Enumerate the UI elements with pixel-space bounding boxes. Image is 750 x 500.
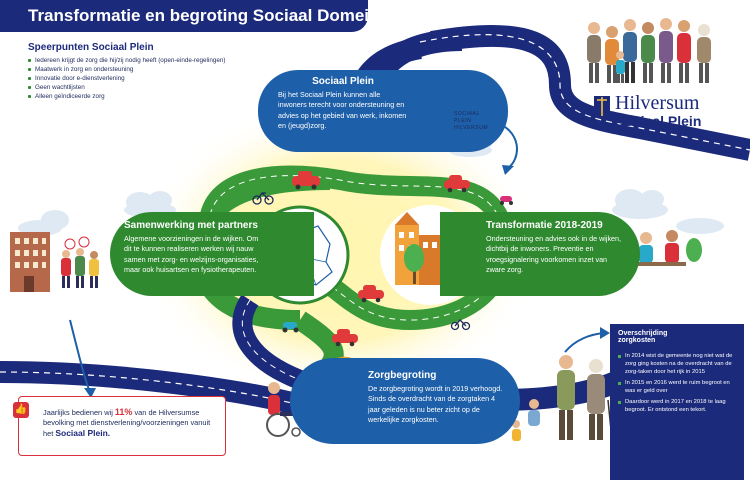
desk-sign: SOCIAAL PLEIN HILVERSUM (454, 111, 488, 132)
overschrijding-title-line: zorgkosten (618, 337, 656, 344)
overschrijding-title: Overschrijding zorgkosten (618, 330, 736, 344)
callout-percentage: 11% (114, 407, 133, 417)
samenwerking-card: Samenwerking met partners Algemene voorz… (110, 212, 314, 296)
list-item: Daardoor werd in 2017 en 2018 te laag be… (618, 398, 736, 414)
desk-people-icon (634, 230, 702, 266)
elderly-couple-icon (512, 355, 613, 441)
overschrijding-panel: Overschrijding zorgkosten In 2014 wist d… (610, 324, 744, 480)
callout-text: van de Hilversumse bevolking met dienstv… (43, 408, 211, 438)
apartment-building (10, 232, 50, 292)
sign-line: SOCIAAL (454, 111, 480, 117)
logo-shield-icon (594, 96, 610, 117)
speerpunten-title: Speerpunten Sociaal Plein (28, 42, 154, 53)
family-group-icon (587, 18, 711, 83)
overschrijding-title-line: Overschrijding (618, 330, 668, 337)
sign-line: HILVERSUM (454, 125, 489, 131)
list-item: Alleen geïndiceerde zorg (28, 92, 225, 101)
logo-hilversum: Hilversum (615, 92, 700, 114)
zorgbegroting-title: Zorgbegroting (368, 370, 437, 381)
page-title: Transformatie en begroting Sociaal Domei… (28, 6, 380, 25)
thumbs-up-icon: 👍 (13, 402, 29, 418)
list-item: Iedereen krijgt de zorg die hij/zij nodi… (28, 56, 225, 65)
statistic-callout: Jaarlijks bedienen wij 11% van de Hilver… (18, 396, 226, 456)
callout-brand: Sociaal Plein. (55, 428, 111, 438)
samenwerking-title: Samenwerking met partners (124, 220, 258, 231)
list-item: In 2015 en 2016 werd te ruim begroot en … (618, 379, 736, 395)
list-item: Innovatie door e-dienstverlening (28, 74, 225, 83)
people-group-left (61, 236, 99, 288)
transformatie-text: Ondersteuning en advies ook in de wijken… (486, 234, 622, 275)
transformatie-title: Transformatie 2018-2019 (486, 220, 603, 231)
sociaal-plein-title: Sociaal Plein (312, 76, 374, 87)
callout-text: Jaarlijks bedienen wij (43, 408, 115, 417)
sign-line: PLEIN (454, 118, 472, 124)
bicycle-icon (252, 191, 471, 331)
sociaal-plein-text: Bij het Sociaal Plein kunnen alle inwone… (278, 90, 407, 131)
list-item: Maatwerk in zorg en ondersteuning (28, 65, 225, 74)
list-item: Geen wachtlijsten (28, 83, 225, 92)
zorgbegroting-text: De zorgbegroting wordt in 2019 verhoogd.… (368, 384, 503, 425)
car-icon (292, 171, 470, 347)
sociaal-plein-card: Sociaal Plein Bij het Sociaal Plein kunn… (258, 70, 508, 152)
title-bar (0, 0, 368, 32)
zorgbegroting-card: Zorgbegroting De zorgbegroting wordt in … (290, 358, 520, 444)
overschrijding-list: In 2014 wist de gemeente nog niet wat de… (618, 352, 736, 414)
wheelchair-person-icon (266, 382, 301, 437)
samenwerking-text: Algemene voorzieningen in de wijken. Om … (124, 234, 259, 275)
scooter-icon (282, 196, 513, 333)
logo-sociaal-plein: Sociaal Plein (615, 113, 702, 129)
speerpunten-list: Iedereen krijgt de zorg die hij/zij nodi… (28, 56, 225, 101)
list-item: In 2014 wist de gemeente nog niet wat de… (618, 352, 736, 376)
transformatie-card: Transformatie 2018-2019 Ondersteuning en… (440, 212, 640, 296)
